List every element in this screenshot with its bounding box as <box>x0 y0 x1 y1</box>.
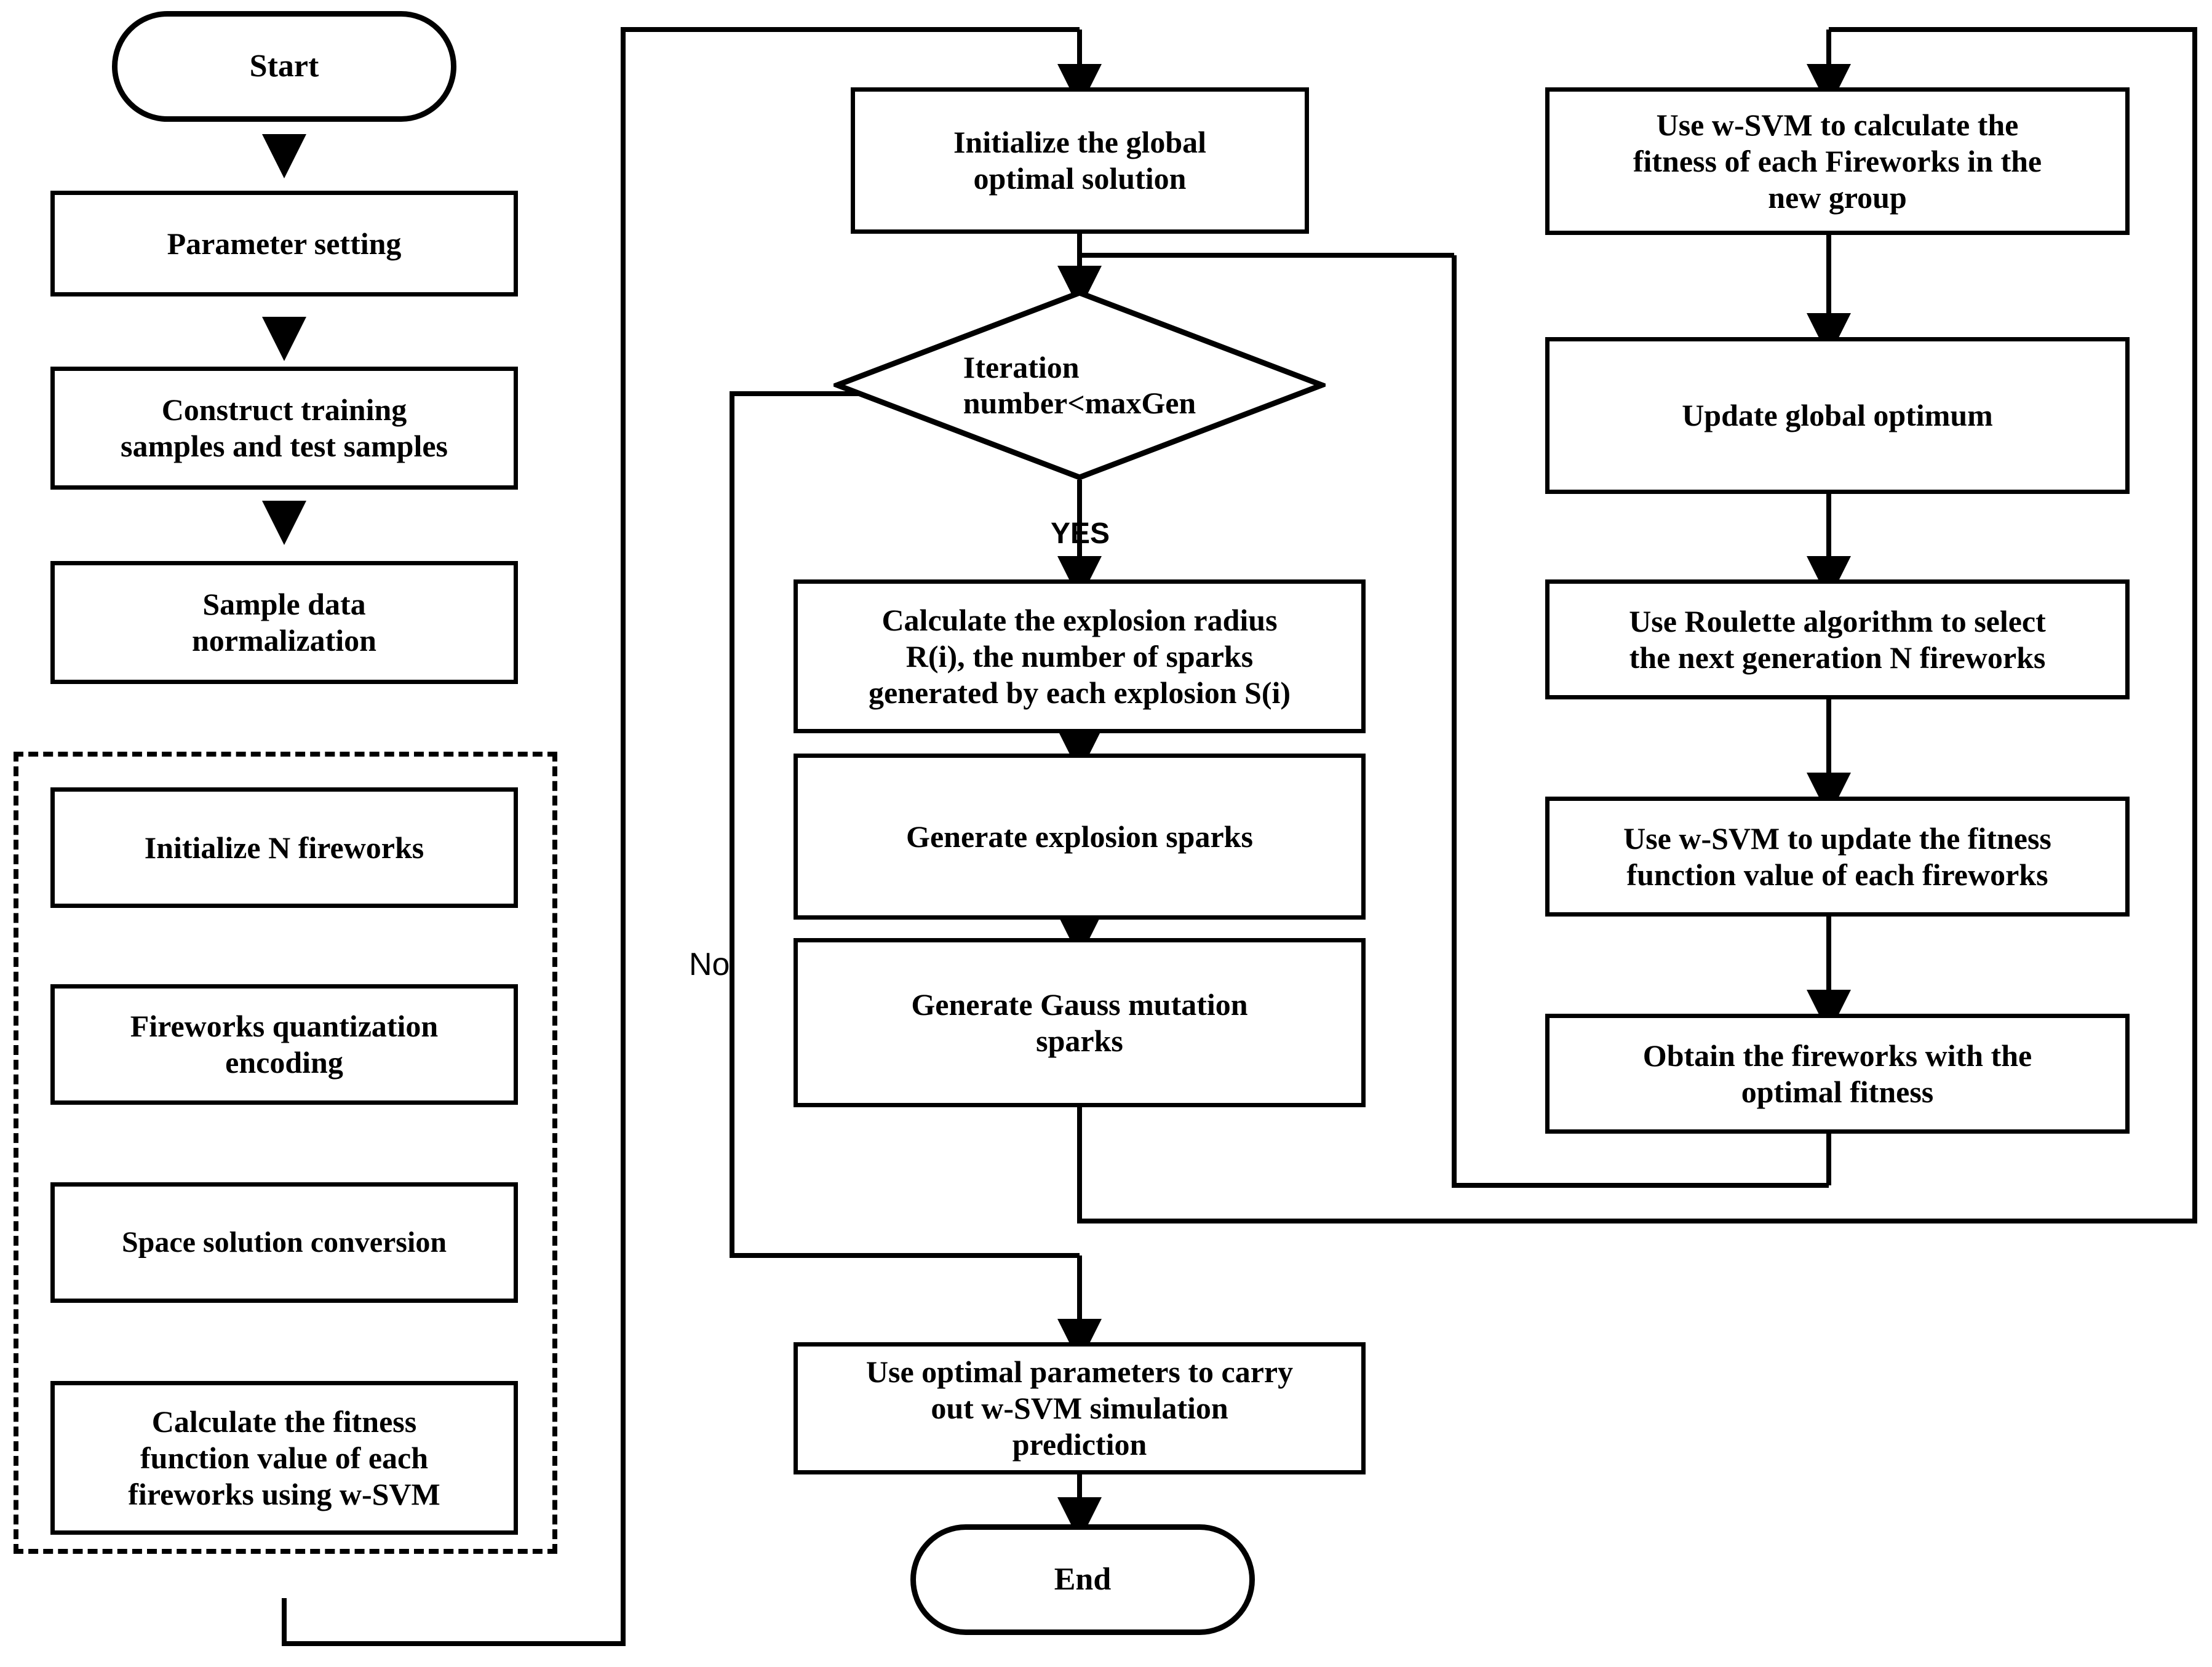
node-generate-explosion-sparks-label: Generate explosion sparks <box>906 819 1253 854</box>
node-calculate-new-group-fitness[interactable]: Use w-SVM to calculate the fitness of ea… <box>1545 87 2130 235</box>
edge-label-no: No <box>689 947 730 982</box>
node-fireworks-quantization-label: Fireworks quantization encoding <box>130 1009 439 1080</box>
node-space-solution-conversion[interactable]: Space solution conversion <box>50 1182 518 1303</box>
edge-right-loop-riser <box>1452 255 1829 1188</box>
node-obtain-optimal-fireworks-label: Obtain the fireworks with the optimal fi… <box>1642 1038 2032 1109</box>
node-use-optimal-parameters-predict-label: Use optimal parameters to carry out w-SV… <box>865 1355 1294 1462</box>
node-calculate-fitness-left-label: Calculate the fitness function value of … <box>128 1404 440 1511</box>
node-roulette-selection-label: Use Roulette algorithm to select the nex… <box>1629 603 2046 675</box>
node-parameter-setting[interactable]: Parameter setting <box>50 191 518 296</box>
edge-leftcolumn-to-initglobal-path <box>282 27 1080 1646</box>
edge-label-yes: YES <box>1051 517 1110 550</box>
node-calculate-new-group-fitness-label: Use w-SVM to calculate the fitness of ea… <box>1633 107 2042 215</box>
node-initialize-global-optimal[interactable]: Initialize the global optimal solution <box>851 87 1309 234</box>
node-sample-normalization-label: Sample data normalization <box>192 587 376 658</box>
node-use-optimal-parameters-predict[interactable]: Use optimal parameters to carry out w-SV… <box>794 1342 1366 1474</box>
edge-gengauss-to-rightcolumn-path <box>1077 27 2197 1223</box>
node-calculate-explosion-radius-label: Calculate the explosion radius R(i), the… <box>868 602 1291 710</box>
node-update-global-optimum-label: Update global optimum <box>1682 398 1993 432</box>
node-initialize-global-optimal-label: Initialize the global optimal solution <box>953 125 1207 196</box>
node-update-global-optimum[interactable]: Update global optimum <box>1545 337 2130 494</box>
node-iteration-check-label-wrap: Iteration number<maxGen <box>833 289 1326 481</box>
node-end[interactable]: End <box>910 1524 1255 1635</box>
node-start-label: Start <box>249 49 319 84</box>
node-construct-samples[interactable]: Construct training samples and test samp… <box>50 367 518 490</box>
node-generate-explosion-sparks[interactable]: Generate explosion sparks <box>794 754 1366 920</box>
node-initialize-n-fireworks[interactable]: Initialize N fireworks <box>50 787 518 908</box>
node-end-label: End <box>1054 1562 1112 1597</box>
edge-decision-no-path <box>730 391 1080 1258</box>
node-calculate-explosion-radius[interactable]: Calculate the explosion radius R(i), the… <box>794 579 1366 733</box>
node-roulette-selection[interactable]: Use Roulette algorithm to select the nex… <box>1545 579 2130 699</box>
node-generate-gauss-mutation-sparks-label: Generate Gauss mutation sparks <box>911 987 1248 1058</box>
node-calculate-fitness-left[interactable]: Calculate the fitness function value of … <box>50 1381 518 1535</box>
node-iteration-check-label: Iteration number<maxGen <box>963 350 1196 420</box>
node-generate-gauss-mutation-sparks[interactable]: Generate Gauss mutation sparks <box>794 938 1366 1107</box>
node-iteration-check[interactable] <box>833 289 1326 481</box>
node-update-fitness-values[interactable]: Use w-SVM to update the fitness function… <box>1545 797 2130 917</box>
node-obtain-optimal-fireworks[interactable]: Obtain the fireworks with the optimal fi… <box>1545 1014 2130 1134</box>
node-space-solution-conversion-label: Space solution conversion <box>121 1225 447 1259</box>
node-fireworks-quantization[interactable]: Fireworks quantization encoding <box>50 984 518 1105</box>
node-start[interactable]: Start <box>112 11 456 122</box>
node-parameter-setting-label: Parameter setting <box>167 226 402 261</box>
decision-diamond-shape <box>833 290 1326 480</box>
node-sample-normalization[interactable]: Sample data normalization <box>50 561 518 684</box>
node-update-fitness-values-label: Use w-SVM to update the fitness function… <box>1623 821 2051 892</box>
node-construct-samples-label: Construct training samples and test samp… <box>121 392 448 463</box>
node-initialize-n-fireworks-label: Initialize N fireworks <box>144 830 424 865</box>
